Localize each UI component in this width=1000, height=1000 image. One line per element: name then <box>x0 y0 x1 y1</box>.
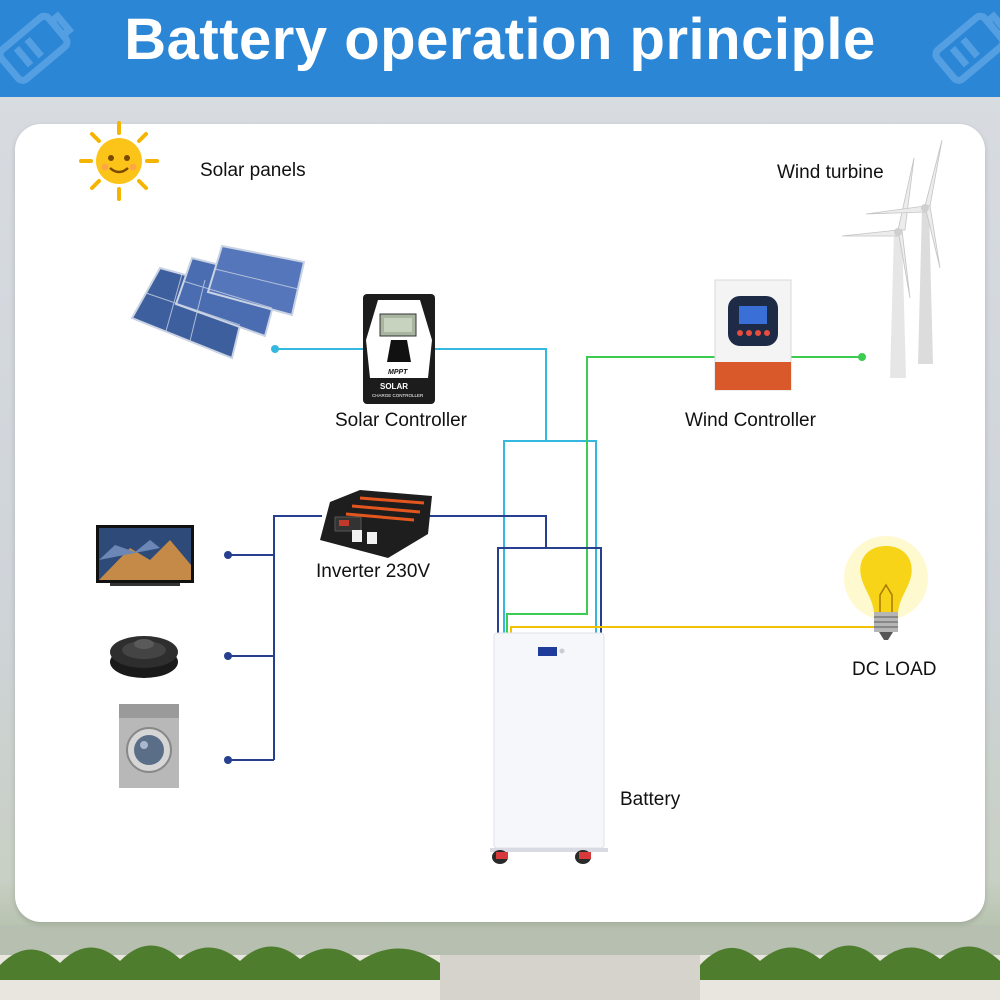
inverter-label: Inverter 230V <box>316 561 431 582</box>
solar-panels-label: Solar panels <box>200 160 306 181</box>
garden-hedge <box>0 925 1000 1000</box>
solar-controller-label: Solar Controller <box>335 410 467 431</box>
battery-outline-icon <box>932 11 1000 84</box>
dc-load-label: DC LOAD <box>852 659 937 680</box>
battery-outline-icon <box>0 11 75 84</box>
battery-label: Battery <box>620 789 681 810</box>
wind-turbine-label: Wind turbine <box>777 162 884 183</box>
header-banner: Battery operation principle <box>0 0 1000 97</box>
wind-controller-label: Wind Controller <box>685 410 816 431</box>
diagram-panel <box>15 124 985 922</box>
page-title: Battery operation principle <box>124 7 876 72</box>
